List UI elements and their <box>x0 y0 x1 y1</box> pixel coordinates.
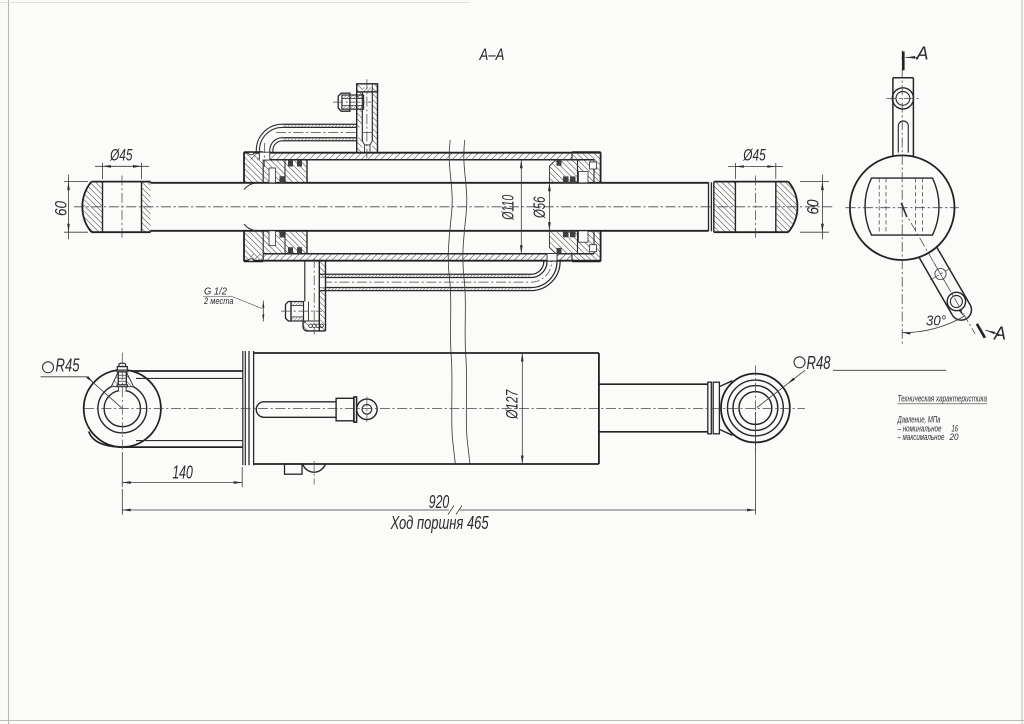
svg-text:– максимальное: – максимальное <box>897 432 945 442</box>
svg-text:А–А: А–А <box>479 45 505 64</box>
svg-text:920: 920 <box>429 492 450 512</box>
svg-text:60: 60 <box>52 201 71 216</box>
svg-text:– номинальное: – номинальное <box>897 423 942 433</box>
svg-text:G 1/2: G 1/2 <box>204 287 227 298</box>
svg-text:R48: R48 <box>807 353 831 373</box>
svg-text:А: А <box>915 44 928 64</box>
svg-text:А: А <box>993 324 1006 344</box>
svg-text:Ход поршня 465: Ход поршня 465 <box>390 513 489 533</box>
svg-text:30°: 30° <box>926 313 946 330</box>
svg-text:Давление, МПа: Давление, МПа <box>897 414 941 424</box>
svg-text:R45: R45 <box>56 355 81 375</box>
svg-text:Ø45: Ø45 <box>109 146 132 165</box>
svg-text:Ø56: Ø56 <box>530 196 549 219</box>
svg-text:2 места: 2 места <box>203 296 233 306</box>
svg-text:60: 60 <box>804 199 823 214</box>
svg-text:Ø127: Ø127 <box>503 389 522 419</box>
svg-text:Техническая характеристика: Техническая характеристика <box>898 394 988 404</box>
svg-text:16: 16 <box>952 423 959 433</box>
svg-text:140: 140 <box>172 463 193 483</box>
svg-text:Ø110: Ø110 <box>499 194 518 220</box>
svg-text:20: 20 <box>949 432 959 442</box>
svg-text:Ø45: Ø45 <box>743 145 766 164</box>
